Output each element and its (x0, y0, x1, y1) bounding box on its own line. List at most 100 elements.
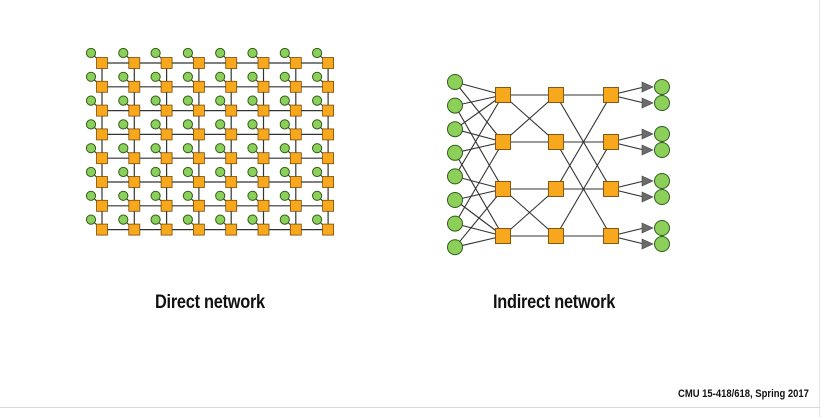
mesh-switch (257, 223, 270, 236)
mesh-switch (96, 176, 108, 188)
mesh-switch (322, 104, 335, 117)
mesh-switch (96, 128, 108, 141)
mesh-node (182, 71, 193, 82)
mesh-node (215, 47, 226, 59)
input-node (447, 74, 463, 90)
mesh-switch (192, 80, 205, 93)
input-node (447, 215, 463, 232)
mesh-node (150, 143, 161, 154)
mesh-node (312, 47, 323, 59)
mesh-node (247, 95, 258, 106)
mesh-node (215, 95, 226, 106)
mesh-node (247, 119, 258, 130)
output-node (654, 220, 670, 236)
stage-switch (548, 87, 564, 103)
mesh-switch (160, 199, 173, 212)
output-arrow (641, 222, 654, 234)
slide-bottom-edge (0, 407, 820, 408)
indirect-network-caption: Indirect network (493, 292, 616, 313)
input-link (454, 94, 504, 107)
output-arrow (641, 238, 654, 250)
mesh-switch (322, 176, 335, 188)
mesh-switch (96, 57, 108, 69)
input-node (447, 239, 463, 256)
mesh-node (150, 47, 161, 59)
mesh-node (182, 166, 193, 178)
input-link (454, 141, 504, 224)
mesh-node (118, 119, 129, 130)
mesh-node (247, 190, 258, 201)
mesh-node (182, 47, 193, 59)
mesh-switch (96, 104, 108, 117)
slide-right-edge (819, 0, 820, 417)
mesh-node (279, 119, 290, 130)
mesh-switch (257, 57, 270, 69)
mesh-node (279, 71, 290, 82)
input-node (447, 144, 463, 161)
mesh-switch (128, 128, 141, 141)
input-link (454, 94, 504, 130)
mesh-switch (322, 57, 335, 69)
mesh-node (247, 47, 258, 59)
mesh-node (118, 71, 129, 82)
mesh-switch (289, 57, 302, 69)
output-node (654, 95, 670, 111)
mesh-switch (257, 104, 270, 117)
mesh-switch (289, 80, 302, 93)
mesh-switch (289, 199, 302, 212)
mesh-node (247, 71, 258, 82)
input-node (447, 121, 463, 138)
stage-switch (603, 134, 619, 150)
mesh-switch (192, 199, 205, 212)
mesh-switch (225, 199, 238, 212)
mesh-node (312, 95, 323, 106)
output-node (654, 79, 670, 95)
mesh-node (182, 214, 193, 225)
mesh-switch (322, 80, 335, 93)
mesh-node (182, 119, 193, 130)
stage-switch (603, 228, 619, 244)
mesh-switch (192, 128, 205, 141)
mesh-switch (322, 128, 335, 141)
mesh-node (215, 166, 226, 178)
mesh-node (150, 119, 161, 130)
mesh-node (247, 214, 258, 225)
output-node (654, 173, 670, 189)
input-link (454, 141, 504, 154)
mesh-node (215, 143, 226, 154)
mesh-node (279, 143, 290, 154)
mesh-switch (160, 176, 173, 188)
mesh-node (85, 214, 97, 225)
mesh-node (150, 95, 161, 106)
mesh-switch (128, 199, 141, 212)
mesh-node (118, 166, 129, 178)
mesh-switch (225, 128, 238, 141)
mesh-switch (160, 152, 173, 165)
mesh-node (118, 143, 129, 154)
mesh-node (85, 119, 97, 130)
mesh-switch (128, 176, 141, 188)
mesh-switch (257, 80, 270, 93)
mesh-switch (289, 104, 302, 117)
input-link (454, 94, 504, 177)
input-link (454, 223, 504, 237)
mesh-node (85, 166, 97, 178)
indirect-network-multistage (447, 74, 670, 256)
output-arrow (641, 191, 654, 203)
stage-switch (603, 87, 619, 103)
mesh-switch (128, 57, 141, 69)
output-arrow (641, 175, 654, 187)
mesh-node (279, 190, 290, 201)
mesh-node (247, 166, 258, 178)
mesh-node (118, 214, 129, 225)
output-arrow (641, 128, 654, 140)
stage-link (502, 94, 557, 143)
stage-link (555, 141, 612, 237)
mesh-node (150, 166, 161, 178)
mesh-switch (225, 223, 238, 236)
mesh-node (215, 214, 226, 225)
stage-switch (548, 181, 564, 197)
stage-switch (548, 228, 564, 244)
mesh-switch (128, 104, 141, 117)
